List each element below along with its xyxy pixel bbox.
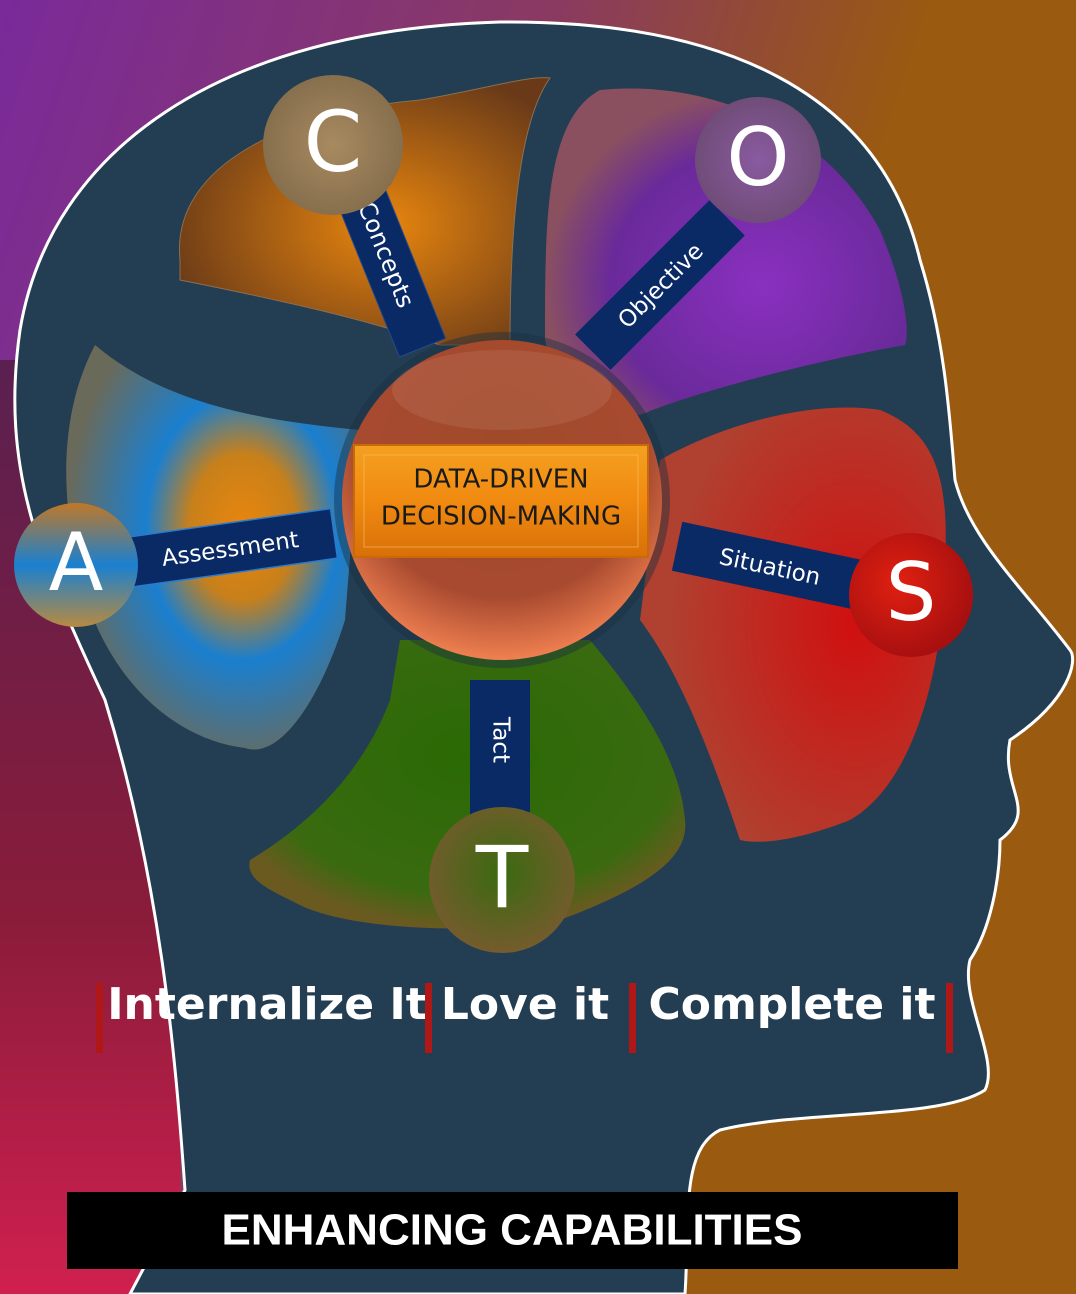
label-tact: Tact [488, 716, 514, 763]
separator-4 [946, 983, 953, 1053]
label-bar-situation: Situation [671, 521, 869, 611]
center-box [353, 444, 649, 558]
letter-t: T [475, 828, 529, 928]
circle-o: O [695, 97, 821, 223]
label-bar-concepts: Concepts [327, 161, 447, 358]
circle-s: S [849, 533, 973, 657]
label-bar-assessment: Assessment [121, 507, 339, 589]
center-hub: DATA-DRIVEN DECISION-MAKING [334, 332, 670, 668]
tagline: Internalize It Love it Complete it [96, 979, 953, 1053]
separator-2 [425, 983, 432, 1053]
tagline-internalize: Internalize It [107, 979, 427, 1030]
center-title-line2: DECISION-MAKING [381, 502, 621, 532]
tagline-love: Love it [441, 979, 609, 1030]
circle-a: A [14, 503, 138, 627]
lobe-situation [640, 407, 946, 842]
separator-3 [629, 983, 636, 1053]
banner: ENHANCING CAPABILITIES [67, 1192, 958, 1269]
letter-a: A [49, 516, 104, 609]
letter-c: C [304, 93, 363, 191]
tagline-complete: Complete it [648, 979, 935, 1030]
circle-c: C [263, 75, 403, 215]
center-title-line1: DATA-DRIVEN [413, 465, 588, 495]
circle-t: T [429, 807, 575, 953]
lobe-tact [249, 640, 686, 929]
banner-text: ENHANCING CAPABILITIES [222, 1206, 803, 1255]
separator-1 [96, 983, 103, 1053]
letter-o: O [727, 111, 790, 204]
letter-s: S [886, 546, 937, 639]
